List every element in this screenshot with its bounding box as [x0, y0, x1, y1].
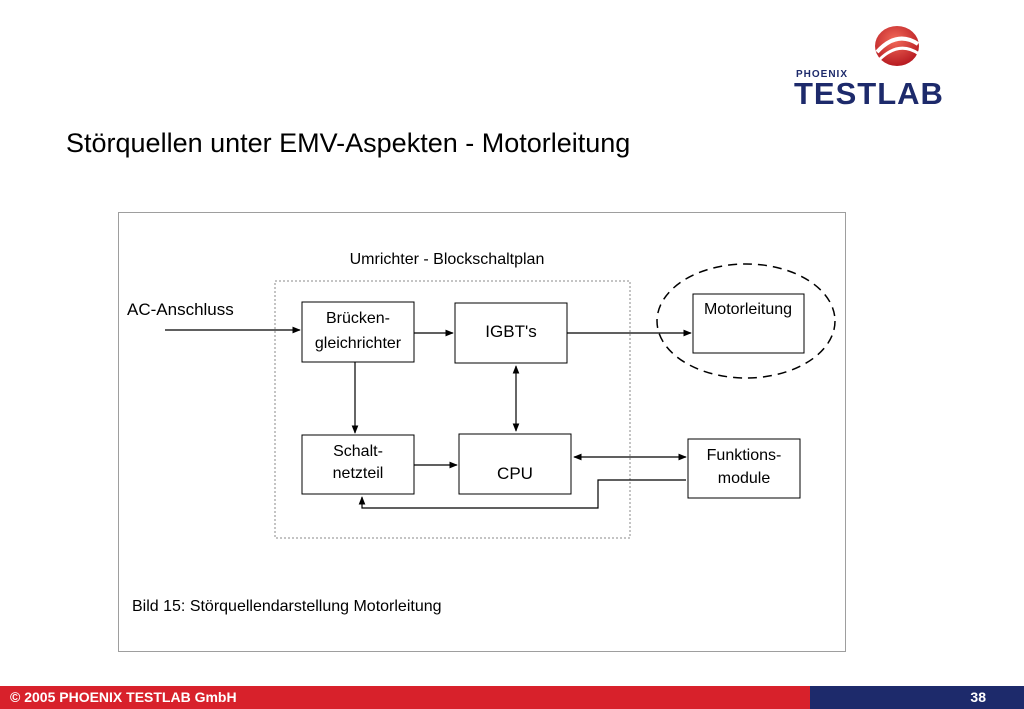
diagram-heading: Umrichter - Blockschaltplan	[350, 251, 545, 268]
rectifier-block	[301, 301, 415, 363]
page-number: 38	[970, 689, 986, 705]
igbt-block	[454, 302, 568, 364]
diagram-frame	[118, 212, 846, 652]
motor-cable-label: Motorleitung	[704, 301, 792, 318]
power-supply-label-line2: netzteil	[333, 465, 384, 482]
cpu-block	[458, 433, 572, 495]
power-supply-label-line1: Schalt-	[333, 443, 383, 460]
rectifier-label-line2: gleichrichter	[315, 335, 402, 352]
motor-emission-zone	[656, 263, 836, 379]
igbt-label: IGBT's	[485, 322, 536, 341]
cpu-label: CPU	[497, 464, 533, 483]
footer-red-section	[0, 686, 810, 709]
figure-caption: Bild 15: Störquellendarstellung Motorlei…	[132, 598, 442, 615]
motor-cable-block	[692, 293, 805, 354]
footer-blue-section	[810, 686, 1024, 709]
function-modules-block	[687, 438, 801, 499]
ac-connection-label: AC-Anschluss	[127, 300, 234, 319]
converter-boundary	[274, 280, 631, 539]
phoenix-logo-icon	[875, 26, 920, 66]
function-modules-label-line1: Funktions-	[707, 447, 782, 464]
phoenix-testlab-logo: PHOENIX TESTLAB	[790, 22, 990, 112]
footer-bar: © 2005 PHOENIX TESTLAB GmbH 38	[0, 686, 1024, 709]
logo-subtitle: PHOENIX	[796, 69, 849, 80]
power-supply-block	[301, 434, 415, 495]
function-modules-label-line2: module	[718, 470, 771, 487]
logo-wordmark: TESTLAB	[794, 76, 944, 111]
rectifier-label-line1: Brücken-	[326, 310, 390, 327]
slide-title: Störquellen unter EMV-Aspekten - Motorle…	[66, 128, 631, 158]
footer-copyright: © 2005 PHOENIX TESTLAB GmbH	[10, 689, 237, 705]
modules-to-psu-feedback-arrow	[358, 479, 686, 509]
